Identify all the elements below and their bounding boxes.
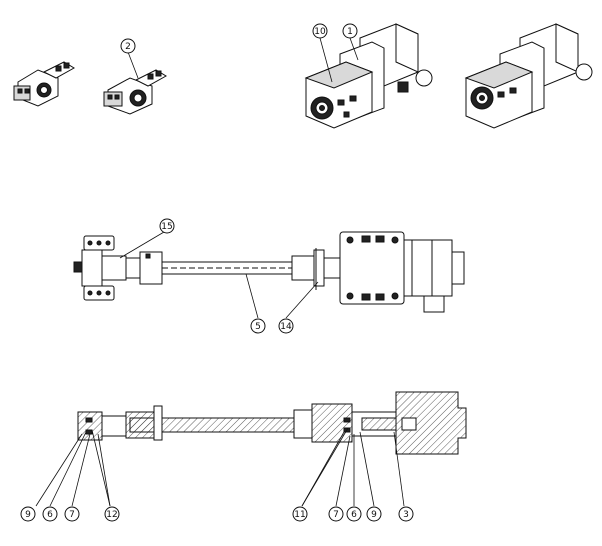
balloon-5-label: 5 [255, 322, 261, 332]
balloon-10-label: 10 [314, 27, 326, 37]
balloon-7-left-label: 7 [69, 510, 75, 520]
balloon-9-left: 9 [20, 506, 36, 522]
balloon-7-right: 7 [328, 506, 344, 522]
balloon-11: 11 [292, 506, 308, 522]
clamp-iso-left [13, 61, 75, 107]
balloon-10: 10 [312, 23, 328, 39]
balloon-2-label: 2 [125, 42, 131, 52]
balloon-15: 15 [159, 218, 175, 234]
leader-lines [35, 37, 405, 507]
section-view [77, 391, 467, 455]
balloon-1: 1 [342, 23, 358, 39]
balloon-9-left-label: 9 [25, 510, 31, 520]
actuator-iso-1 [304, 23, 433, 129]
clamp-iso-part-2 [103, 69, 167, 115]
balloon-1-label: 1 [347, 27, 353, 37]
balloon-11-label: 11 [294, 510, 305, 520]
side-view [73, 231, 465, 313]
balloon-12-label: 12 [106, 510, 117, 520]
balloon-7-right-label: 7 [333, 510, 339, 520]
balloon-7-left: 7 [64, 506, 80, 522]
balloon-3-label: 3 [403, 510, 409, 520]
balloon-6-right: 6 [346, 506, 362, 522]
balloon-3: 3 [398, 506, 414, 522]
actuator-iso-2 [464, 23, 593, 129]
balloon-14: 14 [278, 318, 294, 334]
balloon-6-left-label: 6 [47, 510, 53, 520]
balloon-14-label: 14 [280, 322, 292, 332]
balloon-12: 12 [104, 506, 120, 522]
balloon-5: 5 [250, 318, 266, 334]
balloon-9-right: 9 [366, 506, 382, 522]
balloon-6-left: 6 [42, 506, 58, 522]
balloon-2: 2 [120, 38, 136, 54]
balloon-15-label: 15 [161, 222, 172, 232]
balloon-9-right-label: 9 [371, 510, 377, 520]
balloon-6-right-label: 6 [351, 510, 357, 520]
